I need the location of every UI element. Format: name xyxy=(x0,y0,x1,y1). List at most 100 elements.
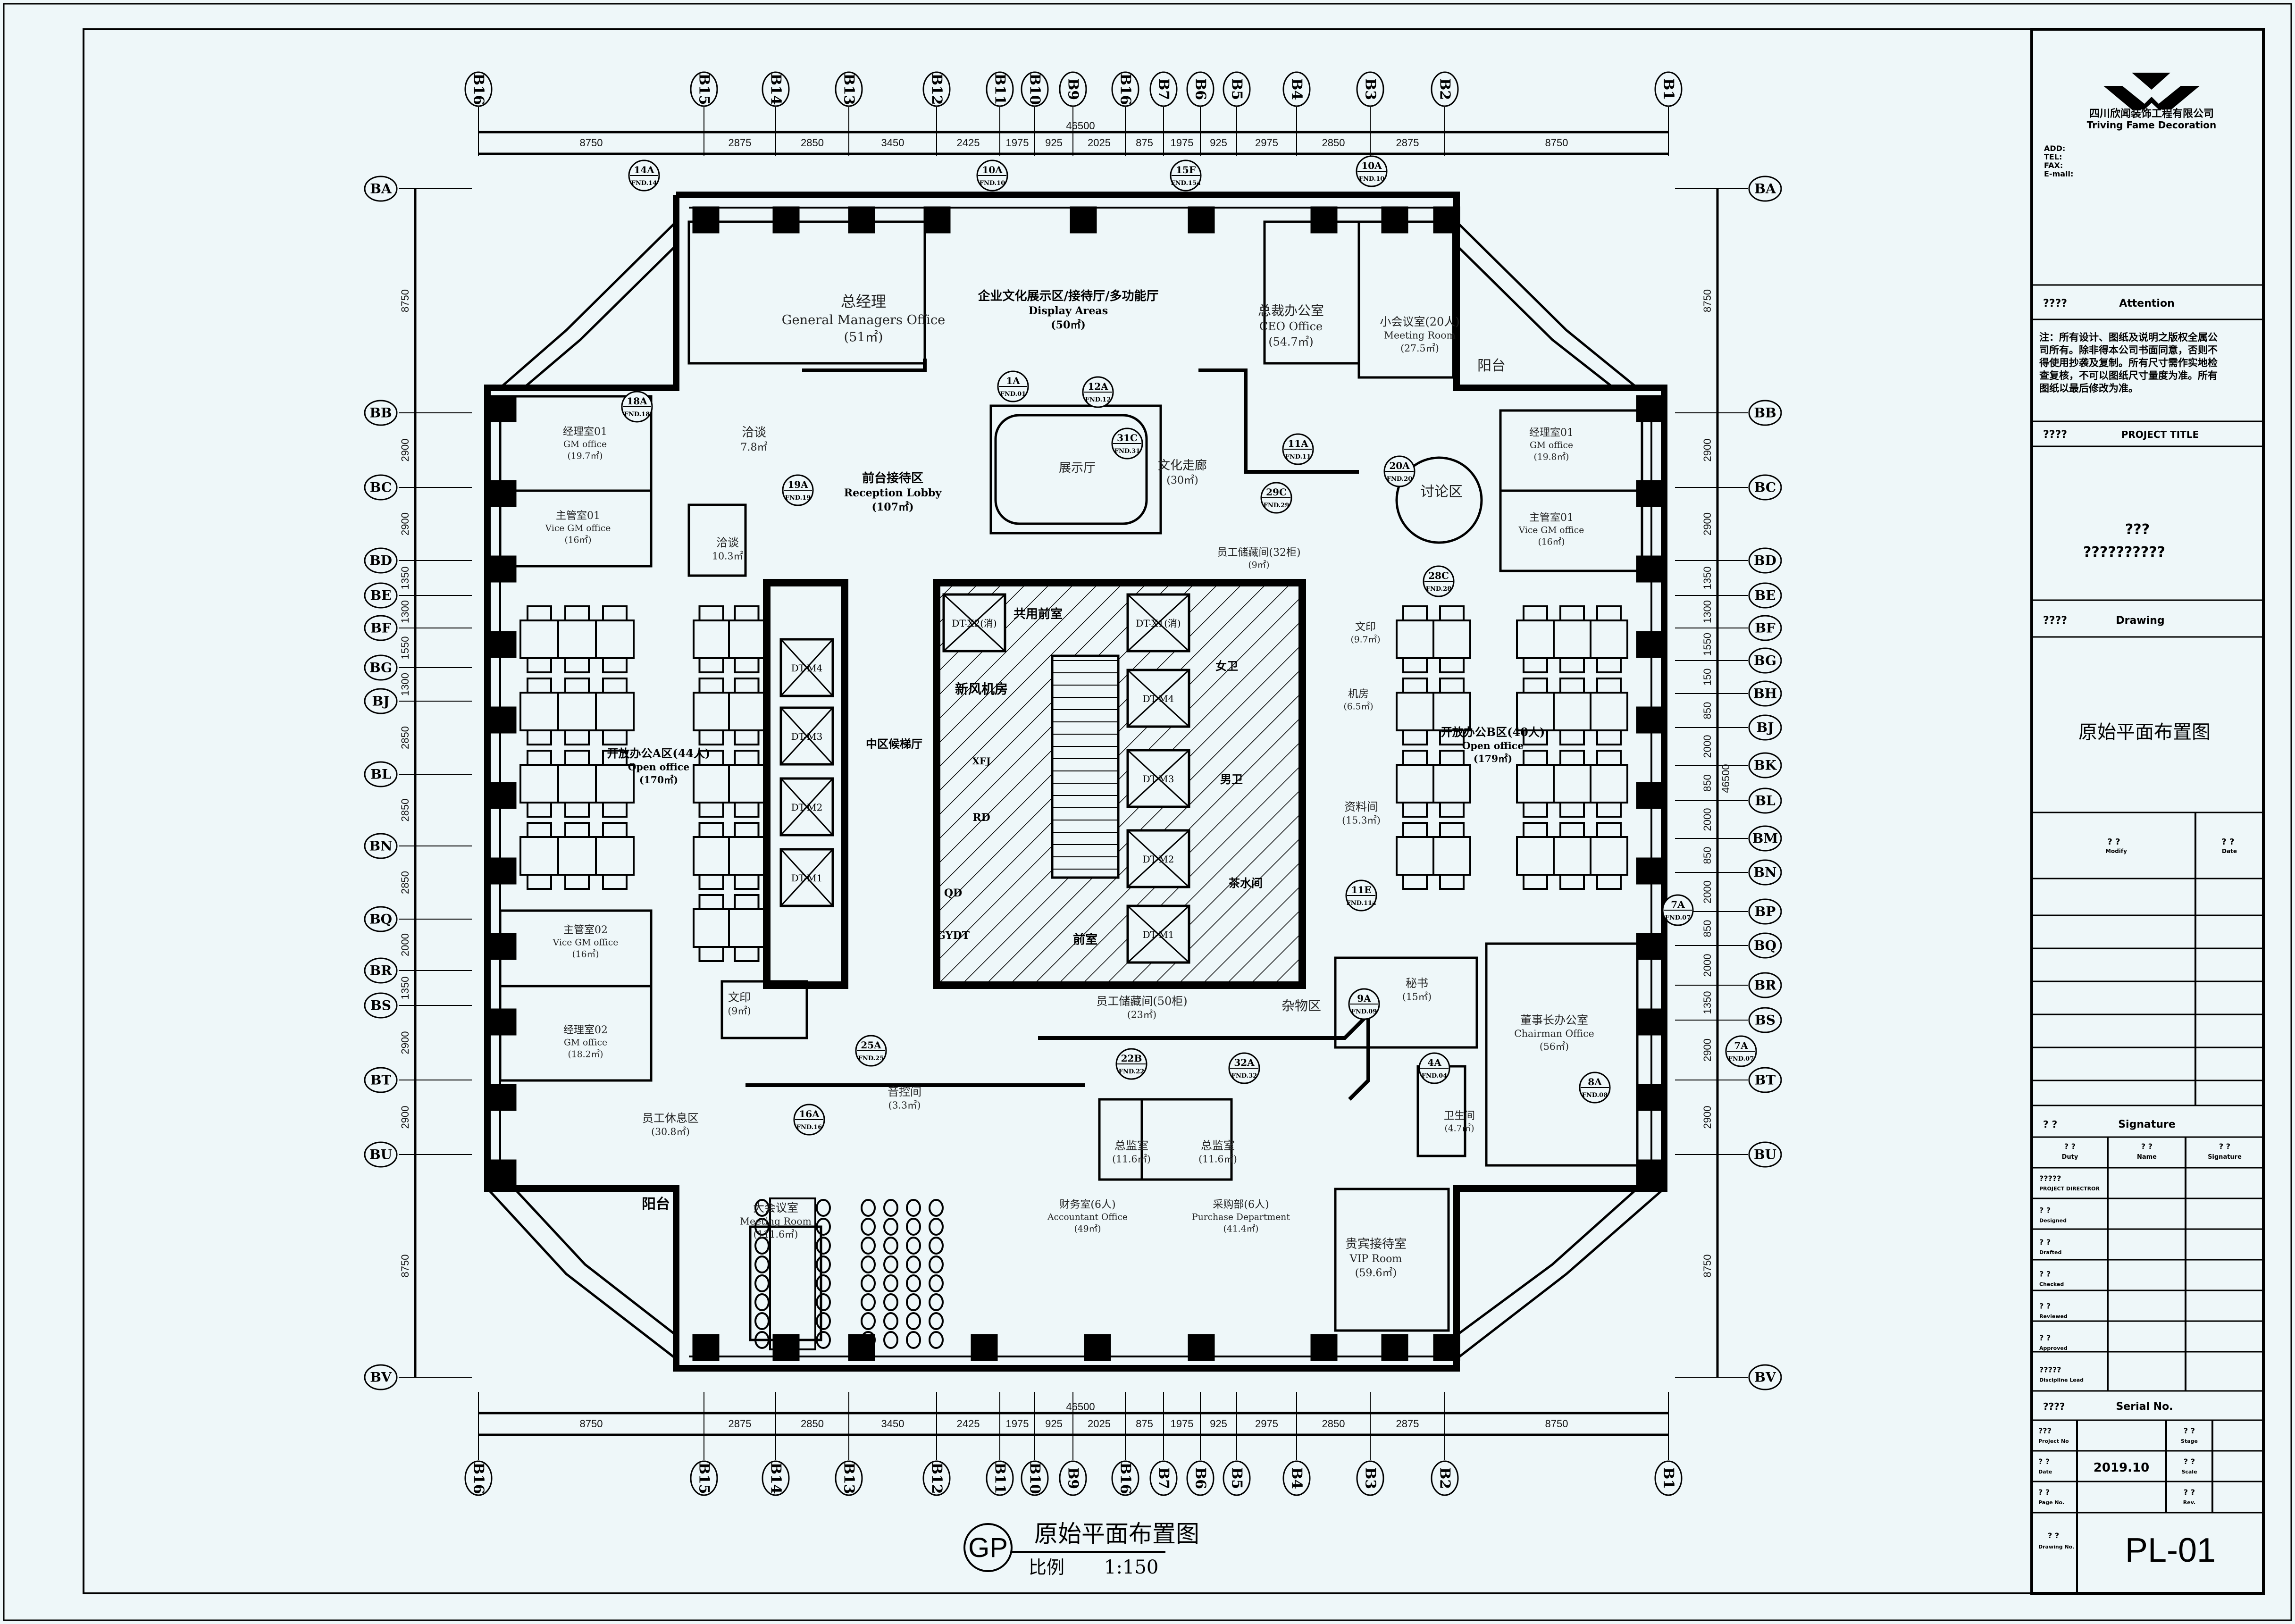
grid-row-label: BK xyxy=(1754,758,1777,773)
row-dimension: 850 xyxy=(1701,920,1713,938)
structural-column xyxy=(1636,933,1663,960)
drawing-number: PL-01 xyxy=(2125,1532,2216,1569)
grid-column-label: B9 xyxy=(1065,78,1081,100)
workstation-desk xyxy=(557,764,597,804)
room-label-chairman: Chairman Office xyxy=(1514,1028,1594,1039)
chair xyxy=(698,678,724,694)
structural-column xyxy=(1381,206,1408,234)
room-label-front-room: 前室 xyxy=(1073,932,1097,947)
company-logo xyxy=(2103,73,2200,109)
duty-label-en: Approved xyxy=(2039,1345,2068,1351)
structural-column xyxy=(1433,206,1460,234)
elevator-label: DT-M2 xyxy=(1143,854,1174,865)
room-label-gm01-l: (19.7㎡) xyxy=(568,451,603,461)
structural-column xyxy=(772,206,800,234)
detail-ref-id: 22B xyxy=(1121,1053,1142,1064)
serial-label-en: Page No. xyxy=(2038,1499,2064,1506)
meeting-chair xyxy=(754,1237,770,1255)
room-label-accountant: 财务室(6人) xyxy=(1059,1199,1115,1211)
chair xyxy=(1402,657,1428,673)
attention-en: Attention xyxy=(2119,298,2174,310)
audience-chair xyxy=(861,1312,876,1330)
balcony-railing xyxy=(523,244,677,389)
row-dimension: 2900 xyxy=(1701,439,1713,462)
chair xyxy=(1596,729,1622,745)
column-dimension: 925 xyxy=(1210,137,1227,149)
room-label-vip: 贵宾接待室 xyxy=(1345,1237,1407,1251)
room-label-machine: 机房 xyxy=(1348,688,1369,700)
detail-ref-id: 16A xyxy=(799,1108,820,1120)
chair xyxy=(1596,750,1622,766)
grid-column-label: B13 xyxy=(841,73,857,105)
room-label-vgm02-l: 主管室02 xyxy=(563,924,608,936)
room-label-nego-2: 洽谈 xyxy=(716,536,739,549)
grid-bubble xyxy=(1748,859,1782,886)
serial-title-cn: ???? xyxy=(2043,1401,2065,1412)
grid-bubble xyxy=(1748,400,1782,426)
chair xyxy=(698,729,724,745)
room-label-qd: QD xyxy=(944,887,962,899)
column-dimension: 875 xyxy=(1136,1418,1153,1430)
room-label-rd: RD xyxy=(972,812,990,824)
workstation-desk xyxy=(1396,619,1434,659)
duty-label-cn: ? ? xyxy=(2039,1301,2051,1310)
serial-label-en: Date xyxy=(2038,1469,2052,1475)
grid-bubble xyxy=(1021,71,1049,107)
workstation-desk xyxy=(1432,836,1471,876)
serial-table: ????Serial No.???Project No? ?Stage? ?Da… xyxy=(2032,1401,2263,1593)
detail-ref-sheet: FND.29 xyxy=(1264,502,1290,509)
chair xyxy=(1402,822,1428,838)
duty-label-en: Designed xyxy=(2039,1218,2067,1224)
workstation-desk xyxy=(519,692,559,731)
duty-label-en: Reviewed xyxy=(2039,1313,2068,1319)
elevator-cross xyxy=(1127,669,1190,728)
grid-column-label: B11 xyxy=(992,1462,1008,1494)
chair xyxy=(1523,678,1548,694)
chair xyxy=(1559,750,1585,766)
structural-column xyxy=(923,206,951,234)
showroom-counter xyxy=(994,414,1148,525)
detail-ref-sheet: FND.11a xyxy=(1347,900,1377,907)
elevator-shaft xyxy=(779,848,834,907)
project-name-line2: ?????????? xyxy=(2083,544,2165,561)
workstation-desk xyxy=(557,692,597,731)
meeting-chair xyxy=(754,1293,770,1311)
grid-column-label: B9 xyxy=(1065,1467,1081,1489)
detail-ref-id: 11E xyxy=(1351,884,1371,896)
detail-ref-sheet: FND.20 xyxy=(1387,476,1413,483)
chair xyxy=(698,802,724,818)
room-partition xyxy=(749,1225,822,1341)
drawing-en: Drawing xyxy=(2116,615,2164,627)
detail-ref-sheet: FND.07 xyxy=(1728,1055,1754,1063)
grid-row-label: BQ xyxy=(369,912,392,927)
room-label-lift-lobby: 中区候梯厅 xyxy=(866,737,922,751)
workstation-desk xyxy=(1432,764,1471,804)
chair xyxy=(1439,605,1465,621)
grid-column-label: B6 xyxy=(1192,78,1209,100)
room-label-ceo: (54.7㎡) xyxy=(1268,335,1313,348)
structural-column xyxy=(1310,1334,1338,1361)
detail-ref-id: 4A xyxy=(1427,1057,1441,1068)
meeting-table xyxy=(769,1197,816,1350)
room-label-showroom: 展示厅 xyxy=(1059,461,1096,475)
room-label-gm02-l: (18.2㎡) xyxy=(568,1049,603,1060)
signature-header-cn: ? ? xyxy=(2219,1142,2230,1151)
grid-bubble xyxy=(464,1460,493,1496)
structural-column xyxy=(489,1084,517,1111)
room-label-reception: 前台接待区 xyxy=(862,471,923,486)
detail-ref-id: 19A xyxy=(787,479,808,490)
grid-row-label: BN xyxy=(369,838,392,854)
room-label-gm01-l: GM office xyxy=(563,439,607,449)
column-dimension: 925 xyxy=(1210,1418,1227,1430)
chair xyxy=(734,822,760,838)
grid-bubble xyxy=(1223,71,1251,107)
grid-bubble xyxy=(835,71,863,107)
drawing-name: 原始平面布置图 xyxy=(2078,721,2211,743)
grid-bubble xyxy=(762,71,790,107)
column-dimension: 2975 xyxy=(1255,1418,1278,1430)
serial-label2-en: Rev. xyxy=(2183,1499,2195,1506)
detail-ref-sheet: FND.09 xyxy=(1351,1008,1377,1015)
audience-chair xyxy=(929,1274,944,1292)
duty-label-cn: ? ? xyxy=(2039,1238,2051,1247)
